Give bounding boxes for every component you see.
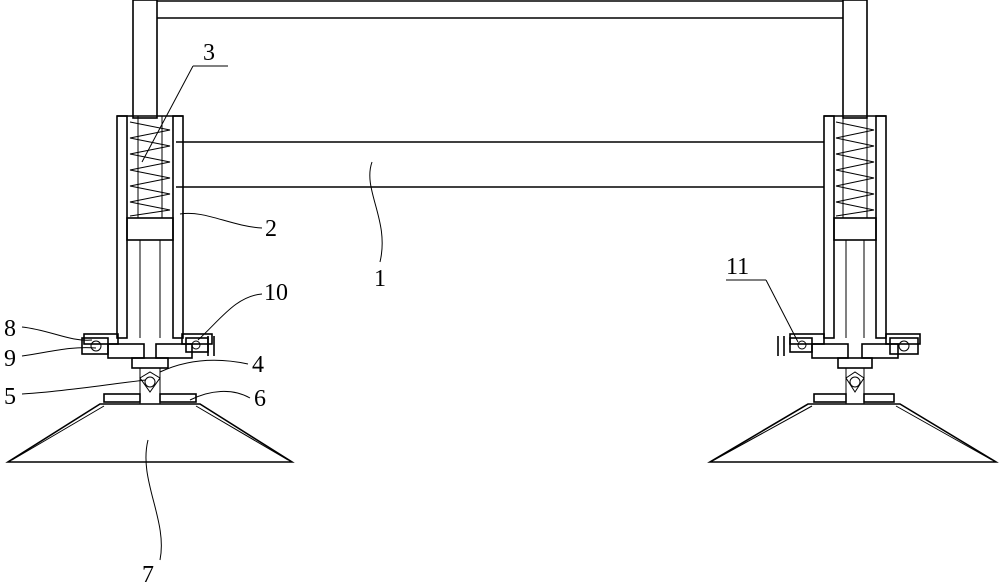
label-10: 10 [264, 280, 288, 306]
label-1: 1 [374, 266, 386, 292]
part-labels: 3 2 1 10 8 9 4 5 6 7 11 [4, 40, 749, 588]
spring-left [129, 121, 171, 217]
label-5: 5 [4, 384, 16, 410]
left-leg [5, 115, 295, 463]
label-8: 8 [4, 316, 16, 342]
label-3: 3 [203, 40, 215, 66]
label-9: 9 [4, 346, 16, 372]
leader-lines [21, 65, 799, 561]
label-6: 6 [254, 386, 266, 412]
middle-beam [176, 141, 824, 188]
label-11: 11 [726, 254, 749, 280]
right-leg [707, 115, 999, 463]
spring-right [835, 121, 875, 217]
top-frame [132, 0, 868, 119]
label-2: 2 [265, 216, 277, 242]
label-4: 4 [252, 352, 264, 378]
label-7: 7 [142, 562, 154, 588]
